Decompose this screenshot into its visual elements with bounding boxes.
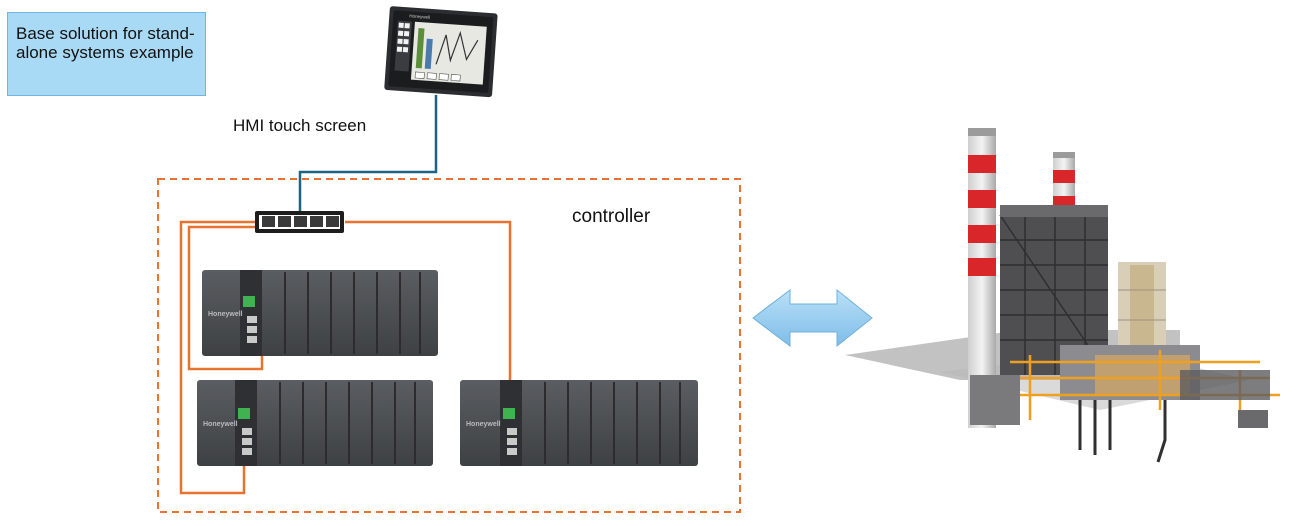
controller-rack-3: Honeywell [460, 380, 698, 466]
hmi-label: HMI touch screen [233, 116, 367, 135]
description-note: Base solution for stand-alone systems ex… [7, 12, 206, 96]
hmi-touch-screen: Honeywell [384, 6, 498, 98]
bidirectional-arrow-icon [752, 288, 873, 348]
network-switch-icon [255, 211, 344, 233]
rack-3-brand: Honeywell [466, 421, 501, 428]
power-plant-icon [845, 128, 1280, 463]
controller-boundary [157, 178, 741, 513]
controller-rack-1: Honeywell [202, 270, 438, 356]
hmi-brand-text: Honeywell [409, 13, 430, 19]
controller-rack-2: Honeywell [197, 380, 433, 466]
rack-2-brand: Honeywell [203, 421, 238, 428]
rack-1-brand: Honeywell [208, 311, 243, 318]
hmi-cable [298, 95, 438, 211]
controller-label: controller [572, 206, 651, 227]
description-note-text: Base solution for stand-alone systems ex… [16, 24, 195, 62]
